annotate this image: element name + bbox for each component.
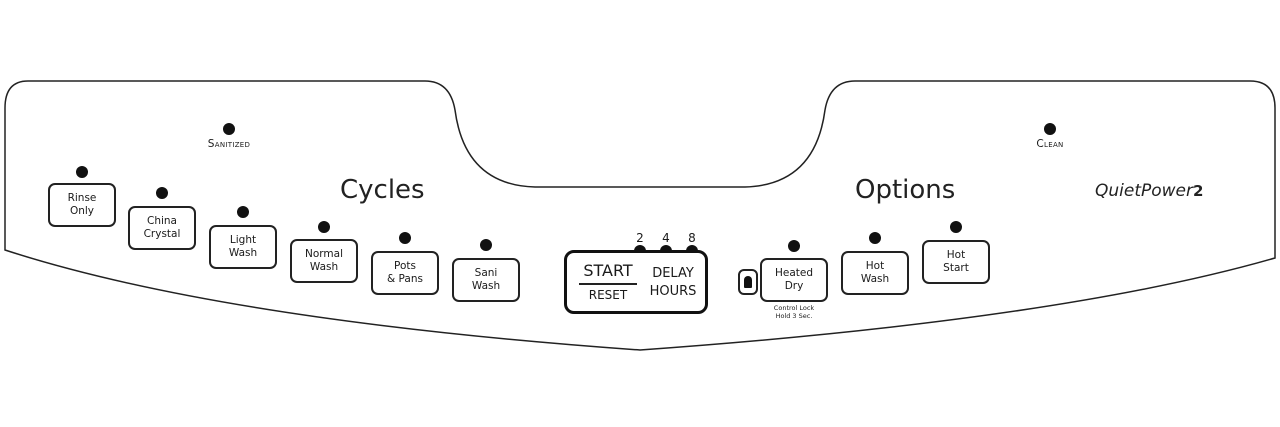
start-divider — [579, 283, 637, 285]
hours-label: HOURS — [649, 284, 697, 299]
delay-2-label: 2 — [636, 231, 644, 245]
control-lock-note-line1: Control Lock — [773, 304, 815, 312]
sani-wash-button[interactable]: Sani Wash — [452, 258, 520, 302]
brand-number: 2 — [1193, 182, 1204, 200]
normal-wash-button[interactable]: Normal Wash — [290, 239, 358, 283]
china-crystal-label-2: Crystal — [143, 228, 181, 240]
rinse-only-label-2: Only — [69, 205, 95, 217]
sanitized-indicator-icon — [223, 123, 235, 135]
heated-dry-indicator-icon — [788, 240, 800, 252]
start-reset-button[interactable]: START RESET — [577, 261, 639, 302]
clean-label: Clean — [1036, 138, 1064, 150]
control-lock-note-line2: Hold 3 Sec. — [775, 312, 813, 320]
china-crystal-button[interactable]: China Crystal — [128, 206, 196, 250]
start-delay-group: START RESET DELAY HOURS — [564, 250, 708, 314]
heated-dry-label-1: Heated — [774, 267, 814, 279]
hot-wash-indicator-icon — [869, 232, 881, 244]
hot-wash-label-1: Hot — [865, 260, 885, 272]
pots-pans-label-2: & Pans — [387, 273, 423, 285]
brand-logo: QuietPower2 — [1095, 181, 1203, 201]
sanitized-label: Sanitized — [207, 138, 251, 150]
hot-start-indicator-icon — [950, 221, 962, 233]
rinse-only-button[interactable]: Rinse Only — [48, 183, 116, 227]
light-wash-indicator-icon — [237, 206, 249, 218]
cycles-title: Cycles — [340, 175, 425, 205]
delay-label: DELAY — [652, 266, 694, 281]
heated-dry-button[interactable]: Heated Dry — [760, 258, 828, 302]
normal-wash-indicator-icon — [318, 221, 330, 233]
control-lock-button[interactable] — [738, 269, 758, 295]
heated-dry-label-2: Dry — [784, 280, 804, 292]
pots-pans-label-1: Pots — [394, 260, 416, 272]
rinse-only-indicator-icon — [76, 166, 88, 178]
hot-start-button[interactable]: Hot Start — [922, 240, 990, 284]
normal-wash-label-1: Normal — [305, 248, 343, 260]
pots-pans-indicator-icon — [399, 232, 411, 244]
lock-icon — [744, 276, 752, 288]
sani-wash-label-2: Wash — [471, 280, 501, 292]
hot-wash-label-2: Wash — [860, 273, 890, 285]
hot-start-label-1: Hot — [946, 249, 966, 261]
hot-start-label-2: Start — [943, 262, 969, 274]
delay-4-label: 4 — [662, 231, 670, 245]
delay-8-label: 8 — [688, 231, 696, 245]
normal-wash-label-2: Wash — [309, 261, 339, 273]
options-title: Options — [855, 175, 956, 205]
china-crystal-label-1: China — [147, 215, 177, 227]
light-wash-button[interactable]: Light Wash — [209, 225, 277, 269]
start-label: START — [583, 261, 633, 280]
sani-wash-label-1: Sani — [474, 267, 498, 279]
brand-name: QuietPower — [1095, 181, 1194, 201]
light-wash-label-1: Light — [229, 234, 257, 246]
control-lock-note: Control Lock Hold 3 Sec. — [774, 304, 814, 320]
light-wash-label-2: Wash — [228, 247, 258, 259]
hot-wash-button[interactable]: Hot Wash — [841, 251, 909, 295]
clean-indicator-icon — [1044, 123, 1056, 135]
sani-wash-indicator-icon — [480, 239, 492, 251]
rinse-only-label-1: Rinse — [67, 192, 97, 204]
pots-pans-button[interactable]: Pots & Pans — [371, 251, 439, 295]
reset-label: RESET — [588, 287, 628, 302]
china-crystal-indicator-icon — [156, 187, 168, 199]
delay-hours-button[interactable]: DELAY HOURS — [643, 265, 703, 301]
